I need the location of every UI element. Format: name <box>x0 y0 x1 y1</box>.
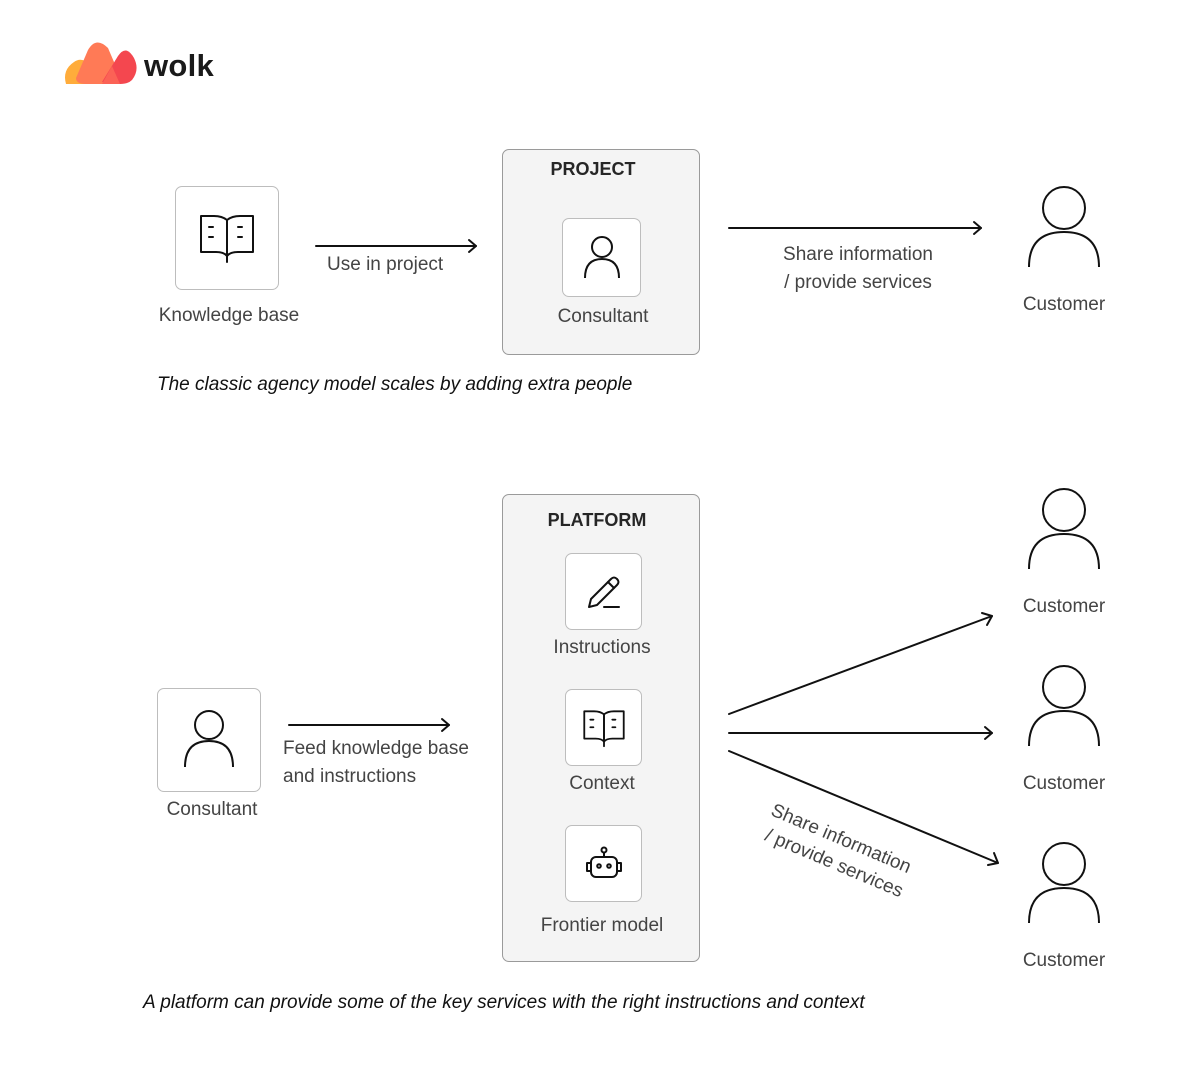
arrow-feed-knowledge <box>288 718 450 732</box>
person-icon <box>1028 488 1100 570</box>
frontier-model-box <box>565 825 642 902</box>
robot-icon <box>585 846 622 878</box>
context-label: Context <box>569 773 635 794</box>
bottom-caption: A platform can provide some of the key s… <box>143 992 865 1013</box>
person-icon <box>583 235 620 278</box>
project-panel: PROJECT Consultant <box>502 149 700 355</box>
platform-panel: PLATFORM Instructions Context <box>502 494 700 962</box>
use-in-project-label: Use in project <box>327 254 444 275</box>
customer-1 <box>1026 487 1102 571</box>
wolk-logo <box>62 36 222 92</box>
customer-2 <box>1026 664 1102 748</box>
bottom-consultant-box <box>157 688 261 792</box>
customer-top-label: Customer <box>1022 294 1106 315</box>
arrow-to-customer-2 <box>728 726 993 740</box>
arrow-to-customer-3 <box>728 750 999 866</box>
brand-name: wolk <box>144 48 215 83</box>
share-info-label-line1: Share information <box>783 244 933 265</box>
project-consultant-label: Consultant <box>557 306 649 327</box>
share-info-label-line2: / provide services <box>784 272 932 293</box>
platform-title: PLATFORM <box>547 510 647 530</box>
book-icon <box>200 215 254 263</box>
bottom-consultant-label: Consultant <box>166 799 258 820</box>
customer-2-label: Customer <box>1022 773 1106 794</box>
person-icon <box>1028 665 1100 747</box>
project-title: PROJECT <box>550 159 636 179</box>
customer-top <box>1026 185 1102 269</box>
arrow-share-information-top <box>728 221 982 235</box>
feed-label-line2: and instructions <box>283 766 417 787</box>
customer-1-label: Customer <box>1022 596 1106 617</box>
arrow-to-customer-1 <box>728 612 993 715</box>
pen-icon <box>587 576 620 608</box>
wolk-logo-mark-icon <box>65 42 137 84</box>
person-icon <box>1028 186 1100 268</box>
customer-3-label: Customer <box>1022 950 1106 971</box>
project-consultant-box <box>562 218 641 297</box>
feed-label-line1: Feed knowledge base <box>283 738 469 759</box>
arrow-use-in-project <box>315 239 477 253</box>
customer-3 <box>1026 841 1102 925</box>
knowledge-base-box <box>175 186 279 290</box>
knowledge-base-label: Knowledge base <box>158 305 300 326</box>
frontier-model-label: Frontier model <box>540 915 664 936</box>
instructions-box <box>565 553 642 630</box>
instructions-label: Instructions <box>553 637 651 658</box>
person-icon <box>184 710 234 768</box>
top-caption: The classic agency model scales by addin… <box>157 374 633 395</box>
book-icon <box>582 709 625 747</box>
context-box <box>565 689 642 766</box>
person-icon <box>1028 842 1100 924</box>
